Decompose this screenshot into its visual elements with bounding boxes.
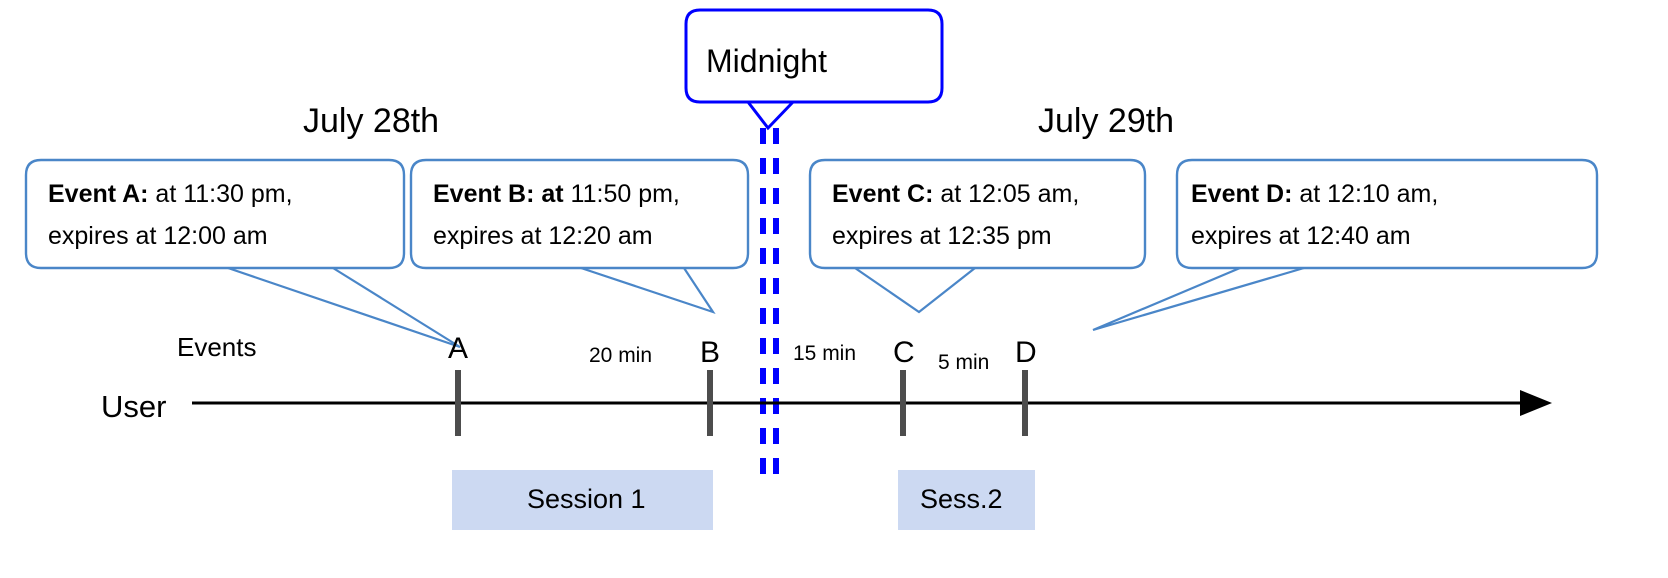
callout-event-b: Event B: at 11:50 pm, expires at 12:20 a…: [409, 158, 750, 315]
event-ticks: [455, 370, 1028, 436]
gap-label-20-min: 20 min: [589, 344, 652, 367]
callout-event-d-bold: Event D:: [1191, 180, 1292, 208]
callout-event-c-bold: Event C:: [832, 180, 933, 208]
marker-label-b: B: [700, 336, 720, 369]
midnight-dashed-line: [760, 128, 779, 478]
callout-event-c-rest: at 12:05 am,: [933, 180, 1079, 208]
callout-event-a-line1: Event A: at 11:30 pm,: [48, 180, 293, 208]
callout-event-a-box: [24, 158, 406, 270]
callout-event-c-line2: expires at 12:35 pm: [832, 222, 1052, 250]
timeline-axis: [192, 390, 1552, 416]
gap-label-15-min: 15 min: [793, 342, 856, 365]
callout-event-d-rest: at 12:10 am,: [1292, 180, 1438, 208]
callout-event-c-tail: [854, 267, 976, 314]
callout-event-c-box: [808, 158, 1147, 270]
callout-event-a: Event A: at 11:30 pm, expires at 12:00 a…: [24, 158, 461, 349]
callout-event-c: Event C: at 12:05 am, expires at 12:35 p…: [808, 158, 1147, 314]
callout-event-b-line1: Event B: at 11:50 pm,: [433, 180, 680, 208]
session-2-label: Sess.2: [920, 484, 1003, 514]
midnight-callout-tail: [746, 100, 795, 131]
session-2-rect: [898, 470, 1035, 530]
day-label-july-29: July 29th: [1038, 102, 1174, 140]
callout-event-d-box: [1175, 158, 1599, 270]
day-label-july-28: July 28th: [303, 102, 439, 140]
marker-label-a: A: [448, 332, 468, 365]
callout-event-b-box: [409, 158, 750, 270]
callout-event-b-rest: 11:50 pm,: [564, 180, 680, 208]
session-band-2: Sess.2: [898, 470, 1035, 530]
timeline-arrowhead: [1520, 390, 1552, 416]
midnight-label: Midnight: [706, 43, 827, 79]
callout-event-c-line1: Event C: at 12:05 am,: [832, 180, 1079, 208]
midnight-callout-box: [684, 8, 944, 104]
gap-label-5-min: 5 min: [938, 351, 989, 374]
lane-label-events: Events: [177, 332, 257, 362]
session-band-1: Session 1: [452, 470, 713, 530]
marker-label-c: C: [893, 336, 915, 369]
callout-event-a-bold: Event A:: [48, 180, 148, 208]
midnight-callout: Midnight: [684, 8, 944, 131]
lane-label-user: User: [101, 389, 166, 424]
callout-event-a-rest: at 11:30 pm,: [148, 180, 292, 208]
callout-event-b-bold: Event B: at: [433, 180, 564, 208]
callout-event-d-line1: Event D: at 12:10 am,: [1191, 180, 1438, 208]
marker-label-d: D: [1015, 336, 1037, 369]
callout-event-b-line2: expires at 12:20 am: [433, 222, 653, 250]
callout-event-d-line2: expires at 12:40 am: [1191, 222, 1411, 250]
callout-event-d-tail: [1092, 266, 1305, 332]
callout-event-a-tail: [227, 266, 461, 349]
callout-event-a-line2: expires at 12:00 am: [48, 222, 268, 250]
session-1-rect: [452, 470, 713, 530]
session-1-label: Session 1: [527, 484, 646, 514]
callout-event-d: Event D: at 12:10 am, expires at 12:40 a…: [1092, 158, 1599, 332]
callout-event-b-tail: [580, 266, 716, 315]
